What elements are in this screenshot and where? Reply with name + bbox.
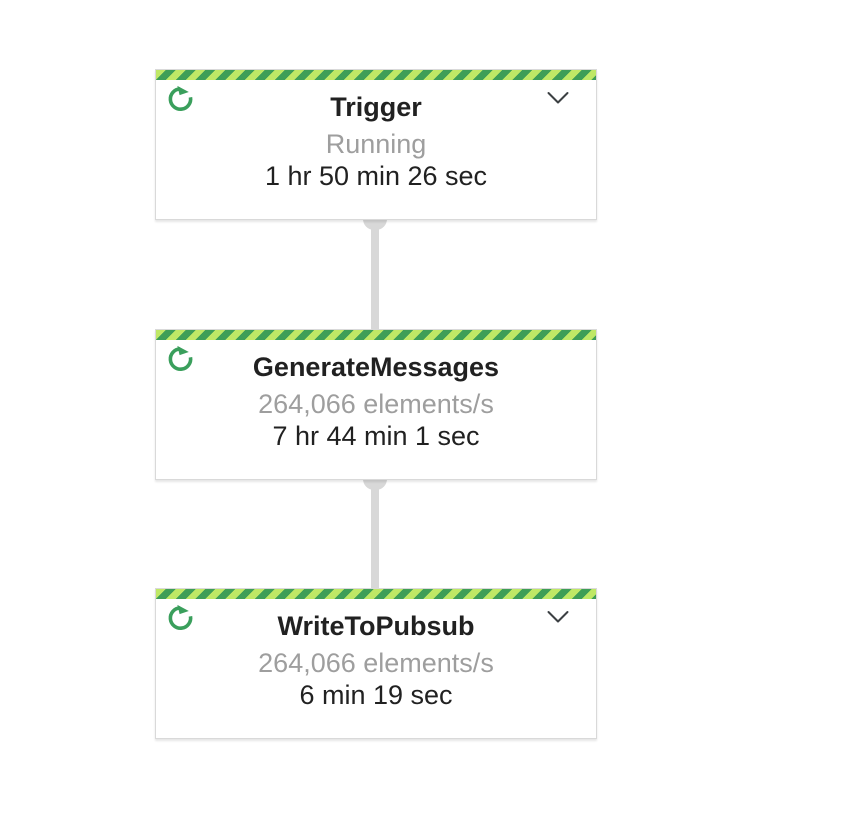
step-node-write-to-pubsub[interactable]: WriteToPubsub 264,066 elements/s 6 min 1… xyxy=(155,588,597,739)
running-progress-stripe xyxy=(156,330,596,340)
step-duration: 6 min 19 sec xyxy=(299,680,453,710)
step-node-trigger[interactable]: Trigger Running 1 hr 50 min 26 sec xyxy=(155,69,597,220)
chevron-down-icon[interactable] xyxy=(546,85,570,109)
running-status-icon xyxy=(168,345,193,371)
running-progress-stripe xyxy=(156,589,596,599)
step-throughput: 264,066 elements/s xyxy=(258,648,494,678)
edge-connector xyxy=(371,219,379,335)
step-throughput: 264,066 elements/s xyxy=(258,389,494,419)
running-progress-stripe xyxy=(156,70,596,80)
step-title: WriteToPubsub xyxy=(277,611,475,641)
step-duration: 1 hr 50 min 26 sec xyxy=(264,161,488,191)
step-node-generate-messages[interactable]: GenerateMessages 264,066 elements/s 7 hr… xyxy=(155,329,597,480)
step-status: Running xyxy=(325,129,427,159)
running-status-icon xyxy=(168,85,193,111)
step-title: Trigger xyxy=(330,92,422,122)
edge-connector xyxy=(371,479,379,594)
step-title: GenerateMessages xyxy=(252,352,500,382)
chevron-down-icon[interactable] xyxy=(546,604,570,628)
running-status-icon xyxy=(168,604,193,630)
step-duration: 7 hr 44 min 1 sec xyxy=(272,421,480,451)
